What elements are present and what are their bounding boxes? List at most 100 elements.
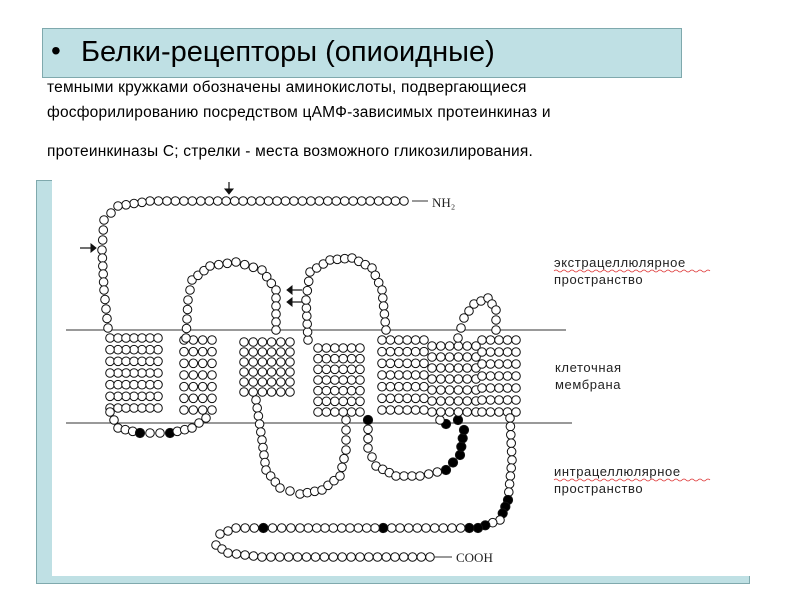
amino-acid-residue — [447, 523, 457, 533]
amino-acid-residue — [502, 335, 513, 345]
amino-acid-residue — [385, 335, 396, 345]
amino-acid-residue — [182, 314, 192, 324]
amino-acid-residue — [231, 257, 241, 267]
amino-acid-residue — [137, 356, 147, 367]
amino-acid-residue — [330, 407, 340, 417]
amino-acid-residue — [402, 393, 413, 404]
amino-acid-residue — [215, 529, 225, 539]
amino-acid-residue — [502, 371, 513, 381]
amino-acid-residue — [285, 486, 295, 496]
amino-acid-residue — [129, 391, 139, 402]
amino-acid-residue — [506, 430, 516, 440]
amino-acid-residue — [197, 393, 208, 404]
amino-acid-residue — [239, 377, 249, 387]
amino-acid-residue — [346, 364, 357, 375]
amino-acid-residue — [266, 278, 277, 289]
amino-acid-residue — [248, 262, 259, 273]
amino-acid-residue — [402, 405, 413, 415]
amino-acid-residue — [276, 523, 287, 533]
amino-acid-residue — [263, 196, 274, 206]
glycosylation-arrow-icon — [223, 182, 235, 195]
amino-acid-residue — [355, 343, 365, 353]
amino-acid-residue — [502, 347, 513, 357]
amino-acid-residue — [453, 341, 464, 351]
amino-acid-residue — [506, 463, 517, 473]
amino-acid-residue — [113, 403, 123, 413]
amino-acid-residue — [313, 375, 323, 385]
amino-acid-residue — [494, 383, 504, 393]
amino-acid-residue — [266, 347, 277, 357]
amino-acid-residue — [197, 358, 208, 369]
amino-acid-residue — [275, 552, 285, 562]
amino-acid-residue — [145, 391, 155, 402]
amino-acid-residue — [276, 367, 286, 377]
amino-acid-residue — [197, 370, 208, 380]
amino-acid-residue — [394, 358, 404, 369]
amino-acid-residue — [310, 552, 321, 562]
amino-acid-residue — [355, 407, 365, 417]
amino-acid-residue — [464, 306, 474, 316]
amino-acid-residue — [399, 471, 409, 481]
amino-acid-residue — [377, 393, 387, 404]
amino-acid-residue — [339, 196, 350, 206]
amino-acid-residue — [137, 197, 147, 208]
amino-acid-residue — [313, 353, 323, 364]
amino-acid-residue — [196, 196, 206, 206]
amino-acid-residue — [346, 343, 357, 353]
amino-acid-residue — [188, 370, 199, 380]
amino-acid-residue — [212, 196, 223, 206]
amino-acid-residue — [255, 196, 265, 206]
amino-acid-residue — [153, 356, 163, 367]
amino-acid-residue — [491, 325, 501, 335]
amino-acid-residue — [286, 523, 296, 533]
amino-acid-residue — [410, 358, 421, 369]
amino-acid-residue — [280, 196, 291, 206]
amino-acid-residue — [363, 433, 373, 444]
amino-acid-residue — [502, 359, 513, 369]
amino-acid-residue — [229, 196, 240, 206]
amino-acid-residue — [394, 381, 404, 392]
amino-acid-residue — [421, 523, 431, 533]
amino-acid-residue — [187, 423, 197, 433]
amino-acid-residue — [321, 407, 332, 417]
amino-acid-residue — [113, 368, 123, 378]
amino-acid-residue — [427, 385, 437, 395]
amino-acid-residue — [311, 523, 322, 533]
amino-acid-residue — [410, 393, 421, 404]
amino-acid-residue — [271, 317, 281, 327]
amino-acid-residue — [462, 352, 473, 362]
amino-acid-residue — [137, 368, 147, 378]
amino-acid-residue — [105, 344, 115, 355]
amino-acid-residue — [153, 333, 163, 343]
amino-acid-residue — [462, 407, 473, 417]
amino-acid-residue — [385, 381, 396, 392]
amino-acid-residue — [179, 358, 189, 369]
amino-acid-residue — [436, 363, 446, 373]
amino-acid-residue — [444, 352, 455, 362]
amino-acid-residue — [155, 428, 165, 438]
amino-acid-residue — [506, 438, 517, 449]
amino-acid-residue — [179, 346, 189, 357]
amino-acid-residue — [113, 333, 123, 343]
amino-acid-residue — [511, 395, 521, 405]
amino-acid-residue — [363, 424, 373, 435]
amino-acid-residue — [248, 367, 258, 377]
phosphorylated-residue — [472, 522, 484, 534]
amino-acid-residue — [223, 526, 233, 536]
caption-line-1: темными кружками обозначены аминокислоты… — [47, 79, 527, 96]
amino-acid-residue — [129, 379, 139, 390]
amino-acid-residue — [511, 383, 521, 393]
amino-acid-residue — [129, 333, 139, 343]
amino-acid-residue — [416, 552, 427, 562]
amino-acid-residue — [494, 335, 504, 345]
amino-acid-residue — [188, 393, 199, 404]
caption-line-2: фосфорилированию посредством цАМФ-зависи… — [47, 104, 551, 121]
amino-acid-residue — [330, 343, 340, 353]
amino-acid-residue — [97, 253, 108, 263]
amino-acid-residue — [153, 368, 163, 378]
amino-acid-residue — [303, 523, 314, 533]
amino-acid-residue — [105, 391, 115, 402]
amino-acid-residue — [410, 346, 421, 357]
amino-acid-residue — [197, 346, 208, 357]
amino-acid-residue — [145, 333, 155, 343]
